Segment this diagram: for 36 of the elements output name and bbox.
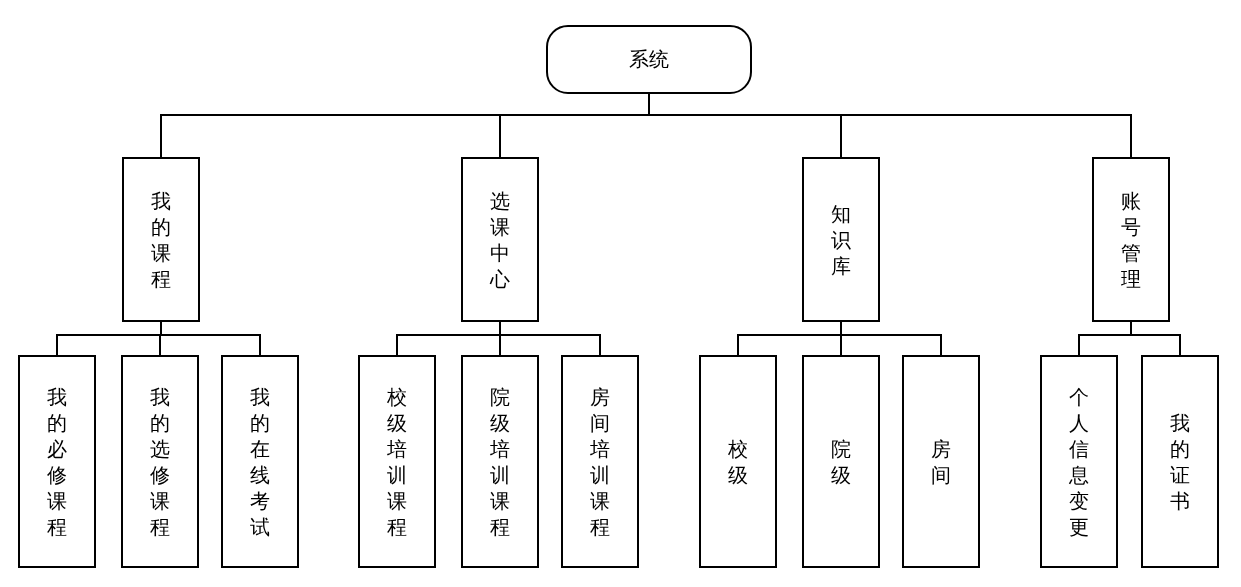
box-label: 我的证书: [1169, 409, 1191, 514]
connector-line: [160, 321, 261, 356]
category-box: [1040, 355, 1118, 568]
box-label: 房间培训课程: [589, 383, 611, 540]
category-box: [461, 355, 539, 568]
category-box: [1092, 157, 1170, 322]
box-label: 院级培训课程: [489, 383, 511, 540]
category-box: [561, 355, 639, 568]
box-label: 院级: [830, 435, 852, 488]
category-box: [18, 355, 96, 568]
box-label: 我的在线考试: [249, 383, 271, 540]
category-box: [902, 355, 980, 568]
connector-line: [499, 321, 601, 356]
connector-line: [1130, 321, 1181, 356]
box-label: 个人信息变更: [1068, 383, 1090, 540]
box-label: 知识库: [830, 200, 852, 279]
category-box: [802, 355, 880, 568]
box-label: 系统: [629, 46, 669, 73]
category-box: [221, 355, 299, 568]
box-label: 我的必修课程: [46, 383, 68, 540]
box-label: 选课中心: [489, 187, 511, 292]
category-box: [461, 157, 539, 322]
connector-line: [840, 321, 942, 356]
box-label: 校级培训课程: [386, 383, 408, 540]
category-box: [122, 157, 200, 322]
box-label: 我的课程: [150, 187, 172, 292]
box-label: 校级: [727, 435, 749, 488]
root-box: [546, 25, 752, 94]
box-label: 我的选修课程: [149, 383, 171, 540]
box-label: 房间: [930, 435, 952, 488]
category-box: [1141, 355, 1219, 568]
category-box: [699, 355, 777, 568]
category-box: [121, 355, 199, 568]
box-label: 账号管理: [1120, 187, 1142, 292]
category-box: [802, 157, 880, 322]
category-box: [358, 355, 436, 568]
